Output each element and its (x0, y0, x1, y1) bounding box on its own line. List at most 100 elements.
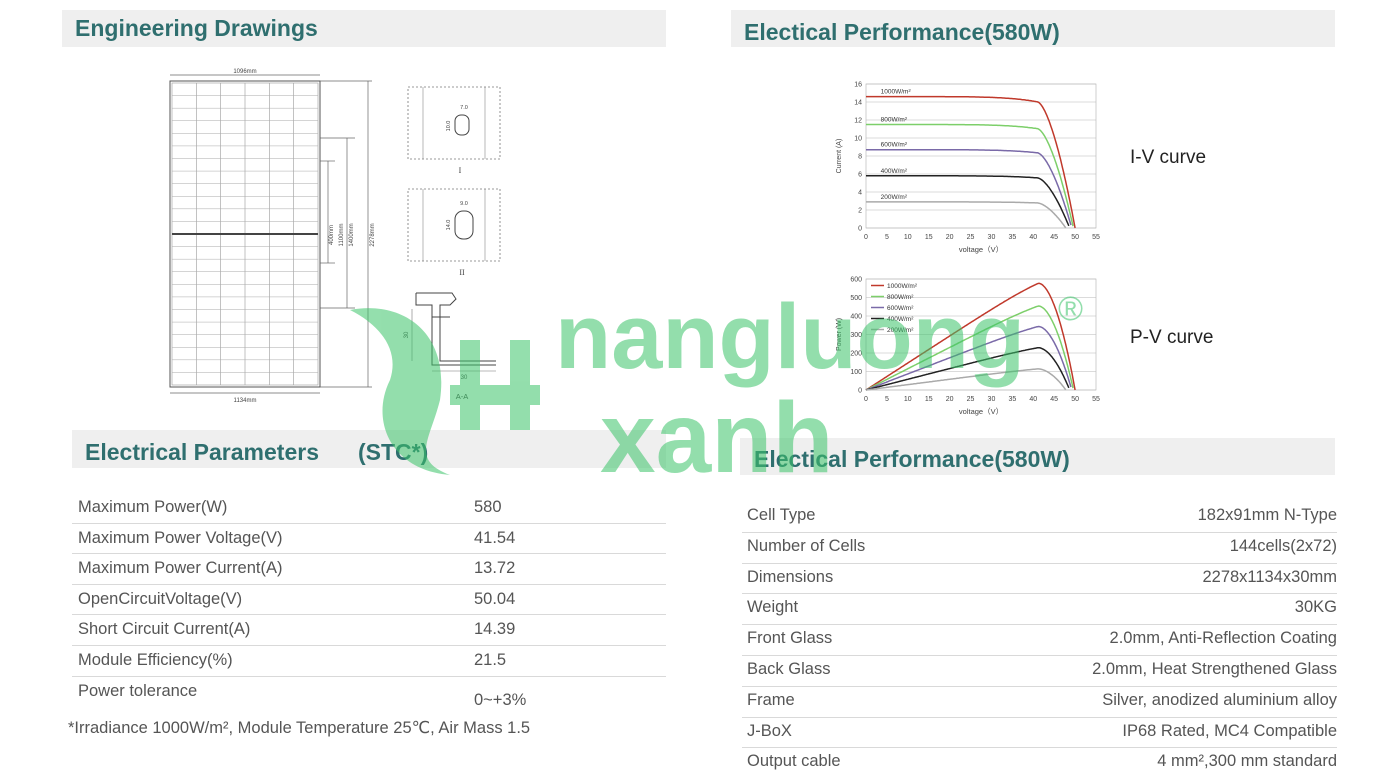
y-tick-label: 0 (858, 388, 862, 395)
x-tick-label: 15 (925, 234, 933, 241)
detail-ii-width: 9.0 (460, 201, 468, 207)
series-label: 200W/m² (881, 194, 908, 201)
param-label: Power tolerance (78, 681, 198, 700)
y-tick-label: 100 (850, 369, 862, 376)
params-row: Maximum Power Current(A) 13.72 (72, 554, 666, 585)
spec-label: J-BoX (747, 721, 792, 740)
series-label: 400W/m² (881, 168, 908, 175)
spec-value: 30KG (1294, 598, 1337, 617)
x-tick-label: 50 (1071, 234, 1079, 241)
spec-row: Dimensions 2278x1134x30mm (742, 564, 1337, 595)
legend-label: 800W/m² (887, 294, 914, 301)
x-tick-label: 25 (967, 396, 975, 403)
param-label: OpenCircuitVoltage(V) (78, 589, 243, 608)
dim-1100-label: 1100mm (339, 224, 345, 247)
dim-400-label: 400mm (329, 225, 335, 245)
performance-header-top: Electical Performance(580W) (731, 10, 1335, 47)
x-tick-label: 5 (885, 234, 889, 241)
legend-label: 200W/m² (887, 327, 914, 334)
spec-value: 182x91mm N-Type (1197, 506, 1337, 524)
param-value: 21.5 (474, 650, 507, 669)
series-line (865, 282, 1076, 391)
series-line (866, 123, 1074, 227)
specs-title: Electical Performance(580W) (754, 446, 1070, 472)
y-tick-label: 200 (850, 351, 862, 358)
height-label: 2278mm (370, 223, 376, 246)
param-value: 50.04 (474, 589, 516, 608)
spec-value: IP68 Rated, MC4 Compatible (1122, 721, 1337, 740)
series-label: 600W/m² (881, 142, 908, 149)
x-axis-label: voltage（V） (959, 245, 1003, 254)
y-tick-label: 8 (858, 154, 862, 161)
engineering-title: Engineering Drawings (75, 15, 318, 41)
x-tick-label: 10 (904, 234, 912, 241)
bottom-width-label: 1134mm (234, 398, 257, 404)
param-value: 0~+3% (474, 690, 527, 709)
param-label: Maximum Power(W) (78, 498, 228, 516)
detail-i: 7.0 10.0 I (407, 86, 501, 175)
spec-row: Weight 30KG (742, 594, 1337, 626)
param-value: 13.72 (474, 559, 516, 578)
section-a-a (411, 292, 496, 372)
width-label: 1096mm (233, 69, 256, 75)
params-subtitle: (STC*) (358, 439, 429, 465)
panel-front-view (169, 80, 321, 388)
params-note: *Irradiance 1000W/m², Module Temperature… (68, 719, 531, 737)
y-tick-label: 2 (858, 208, 862, 215)
spec-label: Cell Type (747, 506, 816, 524)
spec-value: 2278x1134x30mm (1202, 567, 1337, 586)
x-tick-label: 35 (1008, 396, 1016, 403)
y-tick-label: 600 (850, 277, 862, 284)
dimension-lines (170, 74, 372, 394)
section-label: A-A (456, 392, 469, 401)
y-tick-label: 6 (858, 172, 862, 179)
detail-i-height: 10.0 (446, 121, 452, 132)
spec-label: Front Glass (747, 629, 833, 648)
y-tick-label: 10 (854, 136, 862, 143)
spec-value: 4 mm²,300 mm standard (1157, 752, 1337, 771)
detail-ii-label: II (459, 268, 465, 277)
detail-i-label: I (459, 166, 462, 175)
spec-label: Frame (747, 690, 795, 709)
legend-label: 600W/m² (887, 305, 914, 312)
spec-label: Dimensions (747, 567, 834, 586)
y-tick-label: 0 (858, 226, 862, 233)
x-axis-label: voltage（V） (959, 407, 1003, 416)
y-tick-label: 12 (854, 118, 862, 125)
y-tick-label: 4 (858, 190, 862, 197)
spec-row: Frame Silver, anodized aluminium alloy (742, 687, 1337, 718)
params-row: OpenCircuitVoltage(V) 50.04 (72, 585, 666, 616)
params-row: Maximum Power(W) 580 (72, 493, 666, 524)
series-line (865, 305, 1074, 391)
engineering-header: Engineering Drawings (62, 10, 666, 47)
section-height: 30 (404, 331, 410, 338)
params-row: Maximum Power Voltage(V)41.54 (72, 524, 666, 555)
x-tick-label: 30 (988, 396, 996, 403)
legend-label: 1000W/m² (887, 283, 918, 290)
series-label: 800W/m² (881, 117, 908, 124)
param-value: 580 (474, 498, 502, 516)
iv-curve-label: I-V curve (1130, 147, 1207, 168)
param-label: Maximum Power Current(A) (78, 559, 283, 578)
series-line (866, 175, 1070, 227)
spec-label: Output cable (747, 752, 841, 771)
y-tick-label: 16 (854, 82, 862, 89)
param-label: Module Efficiency(%) (78, 650, 233, 669)
x-tick-label: 55 (1092, 234, 1100, 241)
y-axis-label: Current (A) (836, 139, 843, 174)
x-tick-label: 20 (946, 396, 954, 403)
y-tick-label: 14 (854, 100, 862, 107)
spec-label: Weight (747, 598, 799, 617)
detail-ii: 9.0 14.0 II (407, 188, 501, 277)
spec-label: Back Glass (747, 659, 831, 678)
plot-frame (865, 83, 1097, 229)
x-tick-label: 50 (1071, 396, 1079, 403)
params-row: Power tolerance 0~+3% (72, 677, 666, 713)
spec-value: Silver, anodized aluminium alloy (1102, 690, 1337, 709)
spec-label: Number of Cells (747, 536, 866, 555)
x-tick-label: 45 (1050, 234, 1058, 241)
